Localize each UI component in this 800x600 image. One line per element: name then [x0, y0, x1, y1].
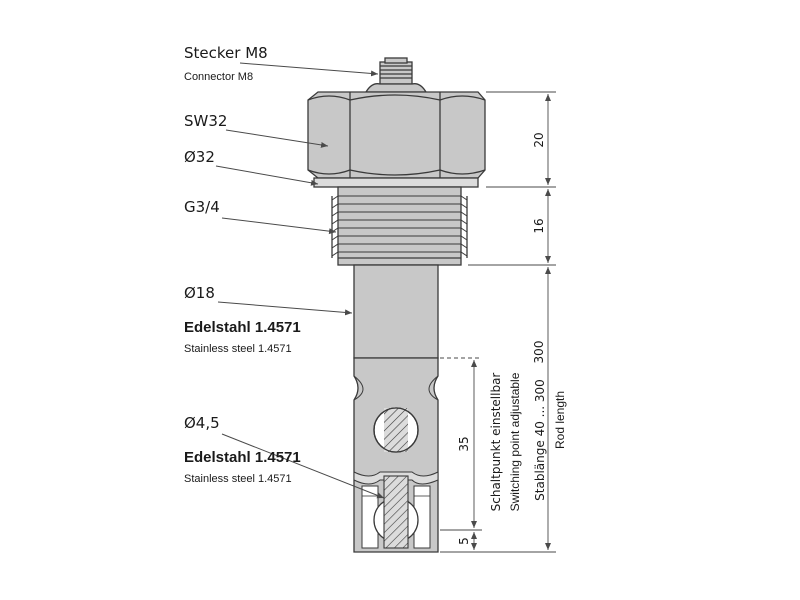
label-hole: Ø4,5	[184, 414, 220, 432]
dimensions	[440, 91, 556, 553]
labels: Stecker M8 Connector M8 SW32 Ø32 G3/4 Ø1…	[184, 44, 385, 499]
dim-tip: 5	[457, 537, 471, 545]
label-connector: Stecker M8	[184, 44, 268, 62]
rod	[353, 264, 439, 553]
dim-rod-length-de: Stablänge 40 ... 300	[533, 379, 547, 501]
dimension-texts: 20 16 300 Stablänge 40 ... 300 Rod lengt…	[457, 132, 567, 544]
label-material-1-en: Stainless steel 1.4571	[184, 343, 292, 355]
label-collar: Ø32	[184, 148, 215, 166]
label-rod: Ø18	[184, 284, 215, 302]
label-hex: SW32	[184, 112, 227, 130]
connector-m8	[364, 57, 428, 93]
label-thread: G3/4	[184, 198, 220, 216]
collar	[313, 177, 479, 188]
label-material-2-en: Stainless steel 1.4571	[184, 473, 292, 485]
dim-rod-length: 300	[532, 341, 546, 364]
dim-thread-length: 16	[532, 218, 546, 233]
dim-hex-height: 20	[532, 132, 546, 147]
label-connector-en: Connector M8	[184, 71, 253, 83]
dim-switch-point-en: Switching point adjustable	[508, 372, 522, 511]
dim-switch-point: 35	[457, 436, 471, 451]
part-body	[307, 57, 486, 553]
hex-nut	[307, 91, 486, 179]
label-material-1: Edelstahl 1.4571	[184, 319, 301, 336]
thread	[331, 186, 468, 266]
dim-rod-length-en: Rod length	[553, 391, 567, 449]
label-material-2: Edelstahl 1.4571	[184, 449, 301, 466]
dim-switch-point-de: Schaltpunkt einstellbar	[489, 373, 503, 512]
